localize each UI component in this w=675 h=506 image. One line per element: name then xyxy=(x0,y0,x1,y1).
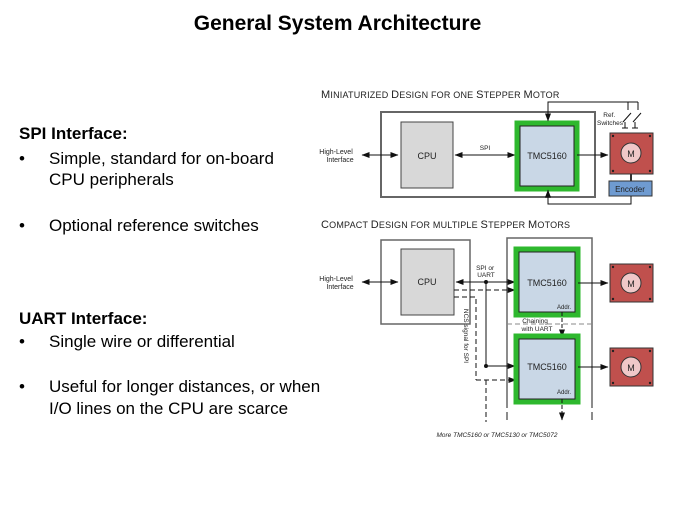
chaining-label: Chaining with UART xyxy=(521,318,553,333)
bottom-interface-label: High-Level Interface xyxy=(319,276,354,291)
encoder-feedback-line xyxy=(547,196,632,205)
bottom-driver-2-addr: Addr. xyxy=(557,390,571,396)
bottom-cpu-label: CPU xyxy=(417,277,436,287)
spi-heading: SPI Interface: xyxy=(19,124,128,143)
top-interface-label: High-Level Interface xyxy=(319,149,354,164)
top-driver-label: TMC5160 xyxy=(527,151,567,161)
bottom-cpu-block xyxy=(400,248,455,316)
bullet-dot: • xyxy=(19,149,25,168)
slide-title: General System Architecture xyxy=(193,12,482,35)
bottom-driver-1-block xyxy=(518,251,576,313)
uart-heading: UART Interface: xyxy=(19,309,148,328)
bottom-driver-1-addr: Addr. xyxy=(557,305,571,311)
ncs-label: NCS signal for SPI xyxy=(462,309,469,363)
bullet-text-line: I/O lines on the CPU are scarce xyxy=(49,399,289,418)
bottom-bus-label: SPI or UART xyxy=(476,265,496,279)
top-diagram-title: MINIATURIZED DESIGN FOR ONE STEPPER MOTO… xyxy=(321,89,560,101)
ref-switches-icon xyxy=(622,107,642,129)
top-cpu-block xyxy=(400,121,454,189)
top-spi-label: SPI xyxy=(480,145,491,152)
bottom-motor-1-label: M xyxy=(627,279,635,289)
bullet-text-line: Useful for longer distances, or when xyxy=(49,377,321,396)
encoder-label: Encoder xyxy=(615,185,645,194)
bullet-text-line: Simple, standard for on-board xyxy=(49,149,274,168)
footnote: More TMC5160 or TMC5130 or TMC5072 xyxy=(436,432,557,439)
bullet-text-line: CPU peripherals xyxy=(49,170,174,189)
bullet-dot: • xyxy=(19,332,25,351)
top-driver-block xyxy=(519,125,575,187)
bullet-dot: • xyxy=(19,377,25,396)
top-motor-label: M xyxy=(627,149,635,159)
top-cpu-label: CPU xyxy=(417,151,436,161)
bottom-motor-2-label: M xyxy=(627,363,635,373)
top-motor-icon xyxy=(609,132,654,175)
bottom-driver-2-label: TMC5160 xyxy=(527,362,567,372)
ref-switches-label: Ref. Switches xyxy=(597,112,624,127)
bullet-dot: • xyxy=(19,216,25,235)
bullet-text-line: Optional reference switches xyxy=(49,216,259,235)
bottom-driver-board xyxy=(506,237,593,408)
bottom-diagram-title: COMPACT DESIGN FOR MULTIPLE STEPPER MOTO… xyxy=(321,219,570,231)
bottom-motor-2-icon xyxy=(609,347,654,387)
bottom-driver-1-label: TMC5160 xyxy=(527,278,567,288)
bottom-motor-1-icon xyxy=(609,263,654,303)
bottom-driver-2-block xyxy=(518,338,576,400)
bullet-text-line: Single wire or differential xyxy=(49,332,235,351)
